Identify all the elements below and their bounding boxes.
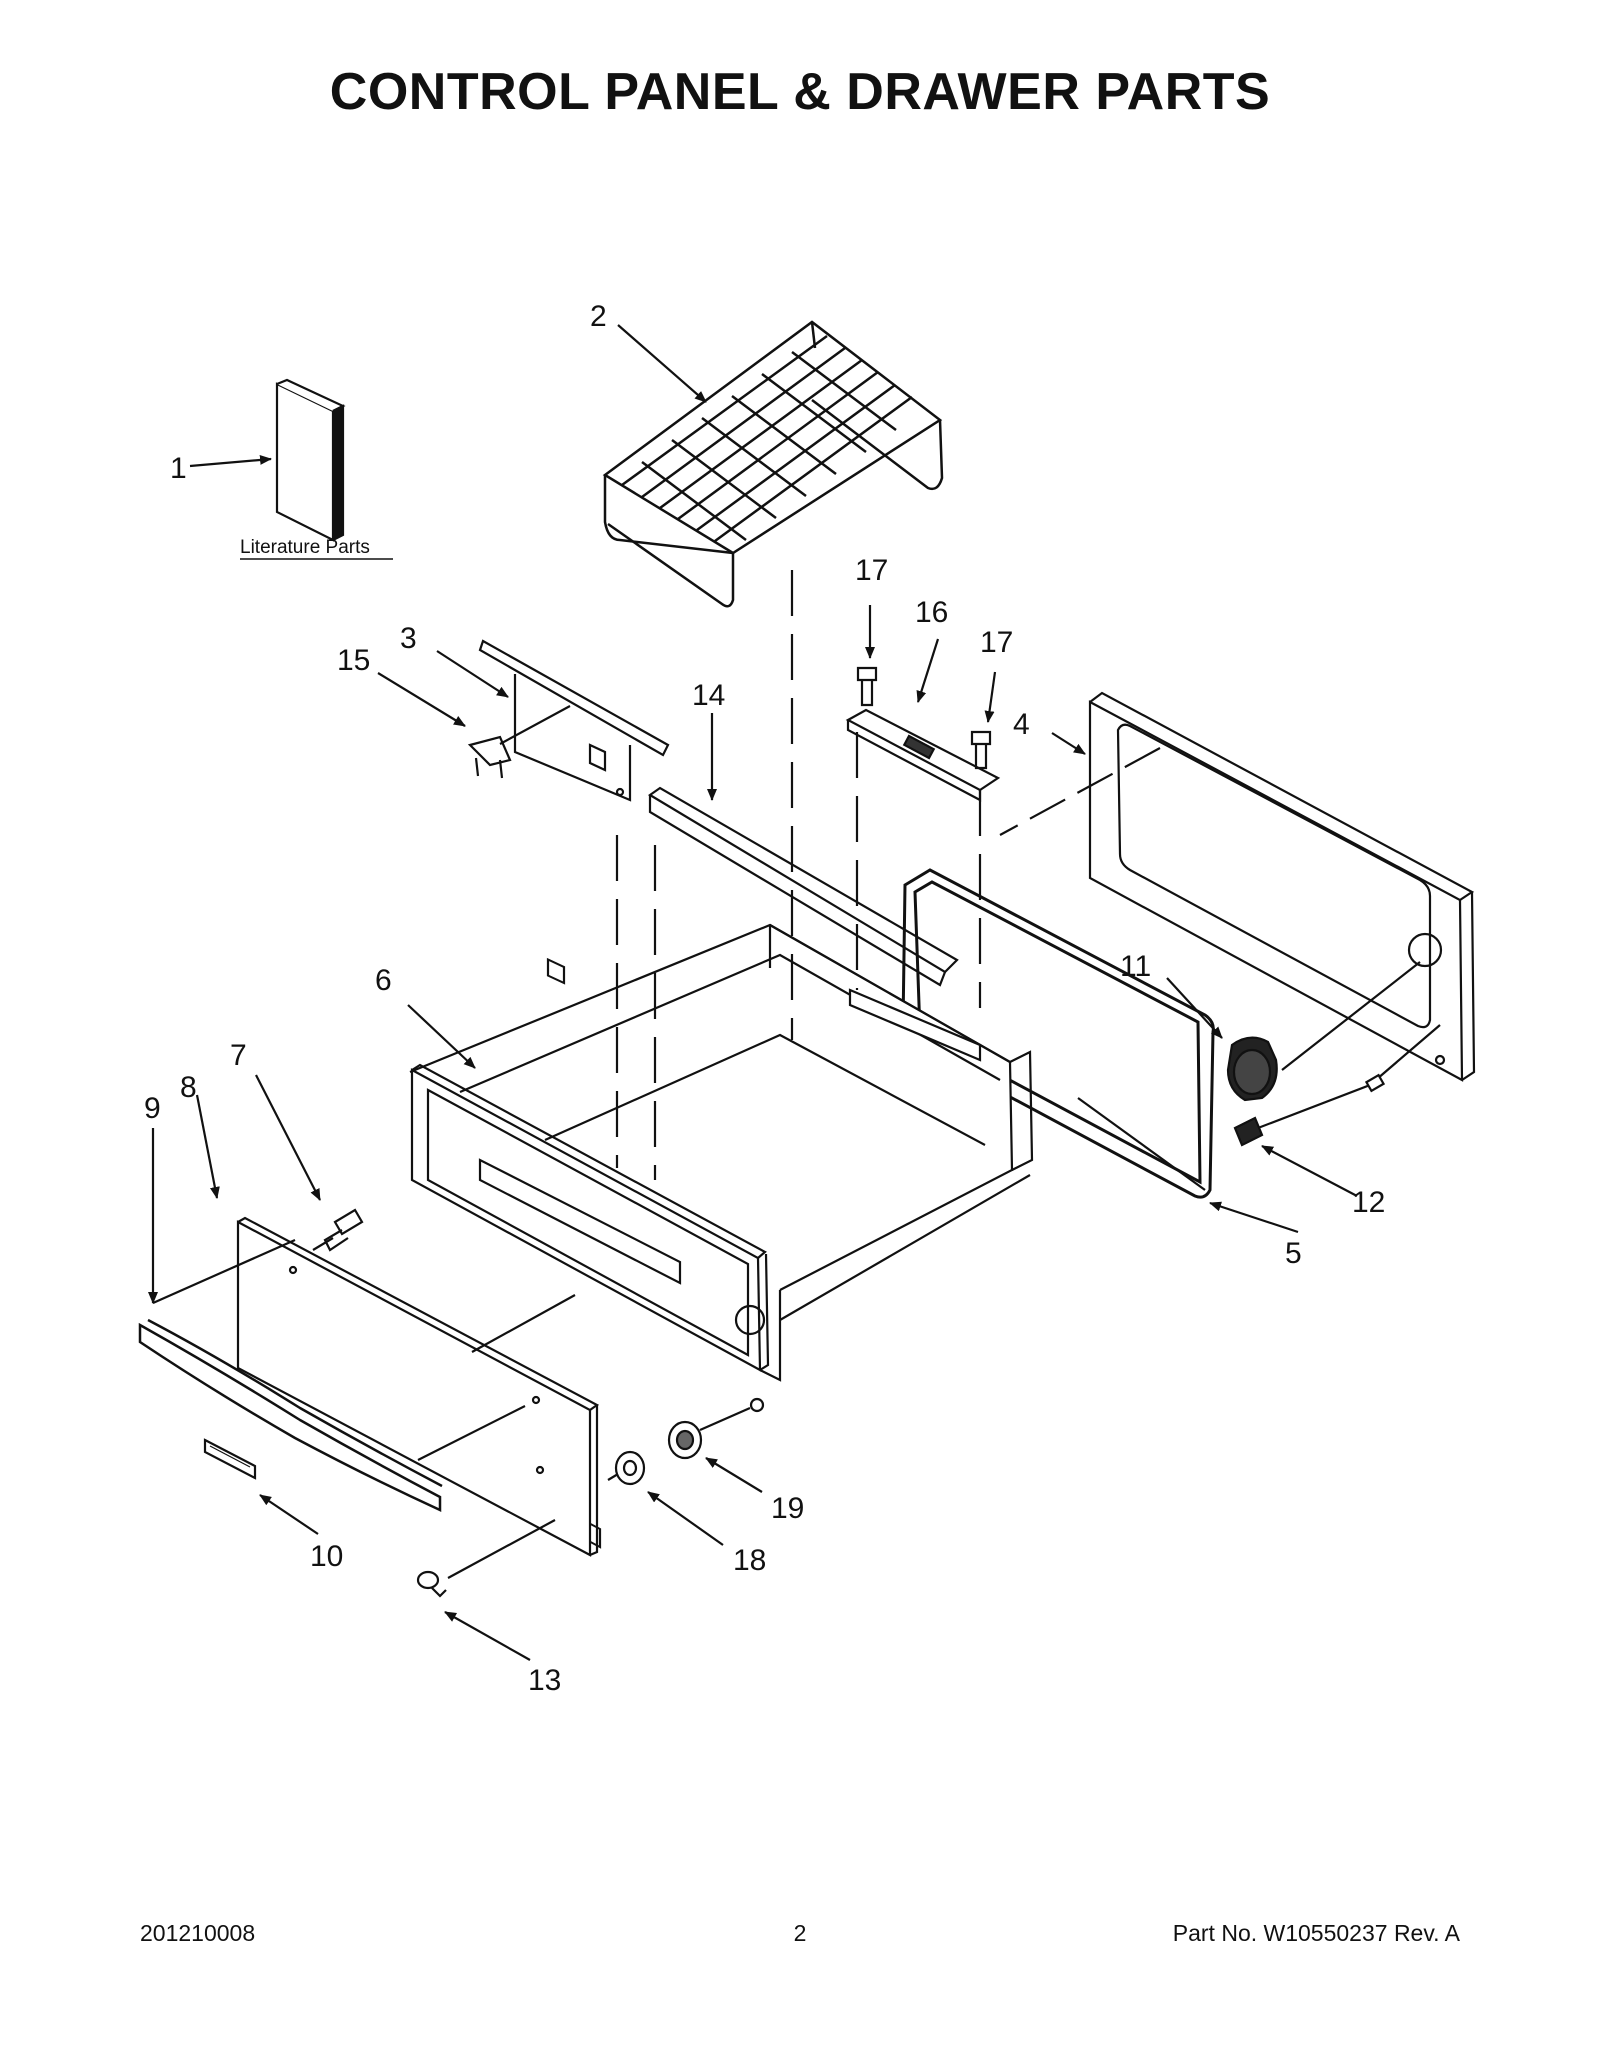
callout-6: 6	[375, 964, 392, 997]
nut-part	[667, 1420, 703, 1460]
drawer-screw-part	[323, 1208, 364, 1252]
leader-17-b	[984, 671, 997, 723]
leader-13	[444, 1611, 531, 1661]
leader-5-dash	[1077, 1097, 1206, 1191]
sensor-bracket-part	[845, 708, 1001, 802]
leader-5	[1209, 1201, 1299, 1234]
leader-1	[189, 454, 272, 468]
wire-rack-part	[602, 320, 944, 608]
callout-12: 12	[1352, 1186, 1385, 1219]
drawer-handle-part	[138, 1318, 443, 1512]
leader-10	[259, 1494, 319, 1535]
callout-3: 3	[400, 622, 417, 655]
callout-9: 9	[144, 1092, 161, 1125]
footer-part-number: Part No. W10550237 Rev. A	[1172, 1920, 1460, 1946]
leader-13-dash	[447, 1519, 556, 1579]
callout-17-a: 17	[855, 554, 888, 587]
footer-page-number: 2	[793, 1920, 807, 1946]
leader-6	[407, 1004, 476, 1069]
leader-18	[647, 1491, 724, 1546]
trim-strip-part	[647, 786, 959, 987]
screw-part-b	[970, 730, 992, 770]
knob-part	[1226, 1036, 1278, 1102]
leader-15	[377, 672, 466, 727]
callout-11: 11	[1120, 950, 1151, 983]
mounting-bracket-part	[478, 639, 670, 985]
leader-15-dash	[499, 705, 571, 745]
callout-13: 13	[528, 1664, 561, 1697]
callout-18: 18	[733, 1544, 766, 1577]
leader-12	[1261, 1145, 1358, 1197]
leader-19	[705, 1457, 763, 1493]
footer-doc-number: 201210008	[140, 1920, 256, 1946]
drawer-body-part	[409, 923, 1034, 1549]
callout-15: 15	[337, 644, 370, 677]
callout-2: 2	[590, 300, 607, 333]
leader-2	[617, 324, 707, 403]
callout-17-b: 17	[980, 626, 1013, 659]
washer-part	[614, 1450, 646, 1486]
callout-5: 5	[1285, 1237, 1302, 1270]
drawer-front-part	[236, 1216, 600, 1557]
callout-8: 8	[180, 1071, 197, 1104]
callout-4: 4	[1013, 708, 1030, 741]
leader-7-dash	[312, 1237, 334, 1251]
screw-part-a	[856, 666, 878, 707]
callout-19: 19	[771, 1492, 804, 1525]
leader-8	[195, 1094, 220, 1199]
clip-part	[467, 735, 512, 779]
sensor-part	[1233, 1024, 1441, 1147]
callout-16: 16	[915, 596, 948, 629]
leader-9-dash	[152, 1238, 296, 1305]
callout-10: 10	[310, 1540, 343, 1573]
leader-16	[916, 638, 940, 703]
control-panel-part	[1088, 691, 1476, 1082]
leader-9-dash-b	[417, 1405, 526, 1461]
leader-4	[1051, 732, 1086, 755]
literature-booklet-part	[275, 378, 346, 542]
callout-14: 14	[692, 679, 725, 712]
bumper-part	[416, 1570, 447, 1598]
badge-part	[203, 1438, 257, 1480]
callout-1: 1	[170, 452, 187, 485]
literature-parts-label: Literature Parts	[240, 537, 370, 558]
leader-8-dash	[471, 1294, 576, 1353]
leader-11	[1166, 977, 1223, 1039]
leader-18-dash	[607, 1473, 619, 1481]
leader-7	[255, 1074, 321, 1201]
leader-4-dash	[999, 747, 1161, 836]
leader-3	[436, 650, 509, 698]
leader-11-dash	[1281, 961, 1421, 1071]
leader-19-dash	[699, 1406, 751, 1432]
page-title: CONTROL PANEL & DRAWER PARTS	[329, 63, 1271, 121]
alignment-lines	[615, 570, 982, 1180]
callout-7: 7	[230, 1039, 247, 1072]
